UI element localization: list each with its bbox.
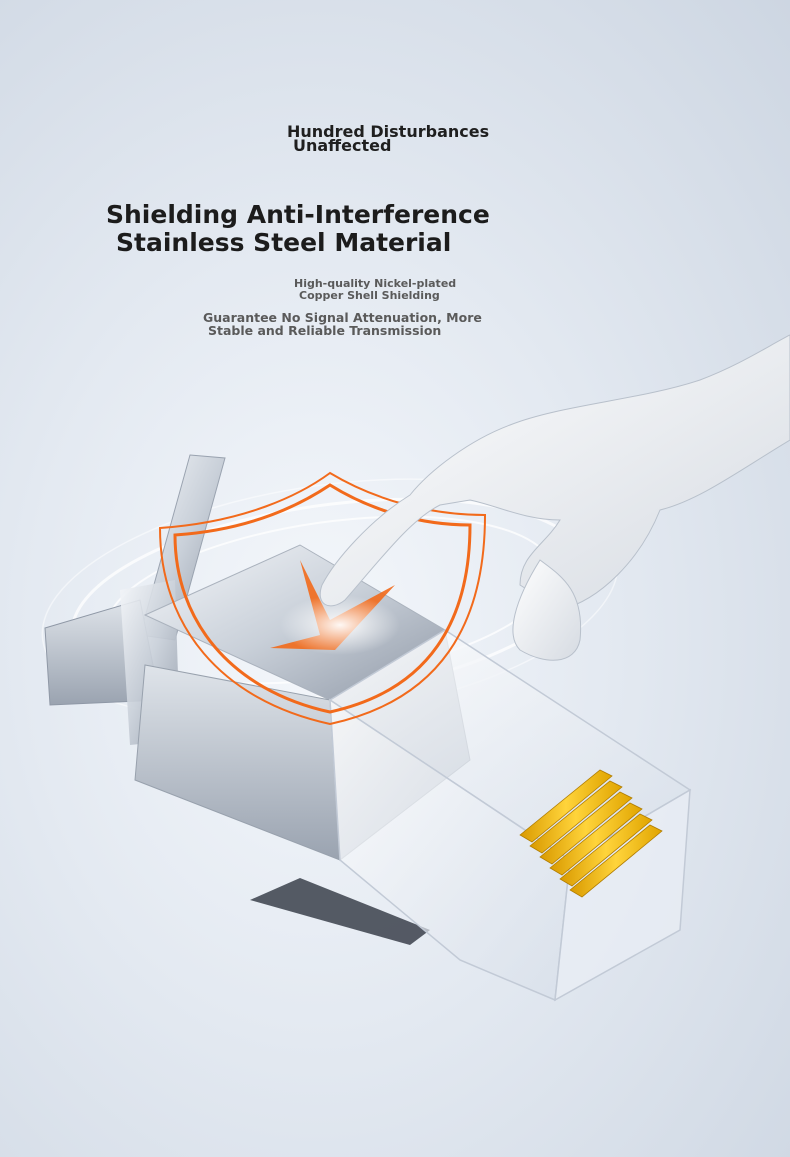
- headline-line1: Shielding Anti-Interference: [106, 200, 490, 229]
- tagline-line2: Unaffected: [293, 136, 392, 155]
- benefit-line2: Stable and Reliable Transmission: [208, 323, 442, 338]
- headline-line2: Stainless Steel Material: [116, 228, 452, 257]
- metal-shell-side: [134, 664, 341, 861]
- feature-line2: Copper Shell Shielding: [299, 289, 440, 302]
- tagline-line1: Hundred Disturbances: [287, 122, 490, 141]
- touch-glow: [280, 595, 400, 655]
- gold-pins: [519, 769, 663, 898]
- robot-hand: [319, 334, 790, 661]
- shield-emblem: [158, 471, 487, 726]
- shadow-plate: [250, 878, 430, 945]
- benefit-line1: Guarantee No Signal Attenuation, More: [203, 310, 482, 325]
- hero-copy: Hundred Disturbances Unaffected Shieldin…: [0, 0, 790, 360]
- clear-housing-nose: [554, 788, 691, 1002]
- feature-line1: High-quality Nickel-plated: [294, 277, 457, 290]
